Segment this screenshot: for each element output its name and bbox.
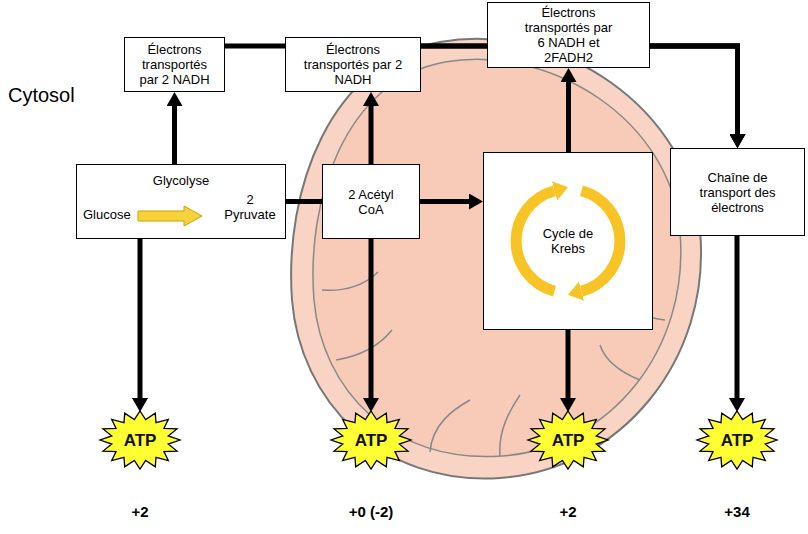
box-text: Chaîne de transport des électrons	[692, 170, 784, 215]
flow-arrow	[369, 106, 374, 164]
process-box: 2 Acétyl CoA	[322, 164, 420, 239]
atp-count: +2	[131, 503, 148, 520]
flow-arrow	[650, 46, 738, 134]
crista	[336, 330, 392, 360]
process-box: GlycolyseGlucose 2 Pyruvate	[76, 164, 286, 239]
box-text: 2 Acétyl CoA	[348, 187, 394, 217]
electron-box: Électrons transportés par 6 NADH et 2FAD…	[487, 2, 650, 68]
atp-burst: ATP	[100, 411, 180, 469]
box-text: Électrons transportés par 2 NADH	[298, 42, 408, 87]
electron-box: Électrons transportés par 2 NADH	[285, 37, 421, 92]
box-text: Électrons transportés par 2 NADH	[135, 42, 215, 87]
electron-box: Électrons transportés par 2 NADH	[124, 37, 225, 92]
flow-arrow	[566, 330, 571, 398]
flow-arrow	[286, 199, 322, 204]
crista	[600, 345, 640, 380]
atp-text: ATP	[552, 431, 585, 450]
cycle-arrow	[582, 191, 620, 291]
process-box: Chaîne de transport des électrons	[670, 148, 805, 236]
cycle-arrow	[516, 191, 554, 291]
box-text: Cycle de Krebs	[532, 226, 604, 256]
atp-text: ATP	[355, 431, 388, 450]
atp-count: +2	[559, 503, 576, 520]
crista	[430, 400, 470, 452]
atp-count: +34	[724, 503, 749, 520]
box-text: Électrons transportés par 6 NADH et 2FAD…	[521, 5, 617, 65]
flow-arrow	[735, 236, 740, 398]
atp-text: ATP	[124, 431, 157, 450]
flow-arrow	[369, 239, 374, 398]
starburst-outline	[331, 411, 411, 469]
atp-text: ATP	[721, 431, 754, 450]
inner-membrane	[313, 59, 681, 456]
krebs-cycle-arrows	[516, 191, 620, 291]
box-text: 2 Pyruvate	[221, 192, 279, 222]
crista	[500, 395, 520, 456]
glycolysis-arrow	[138, 206, 202, 226]
region-label: Cytosol	[8, 84, 75, 107]
flow-arrow	[420, 199, 469, 204]
atp-burst: ATP	[528, 411, 608, 469]
atp-burst: ATP	[697, 411, 777, 469]
outer-membrane	[291, 39, 701, 479]
starburst-outline	[697, 411, 777, 469]
box-text: Glycolyse	[153, 173, 209, 188]
cycle-box: Cycle de Krebs	[483, 152, 653, 330]
atp-count: +0 (-2)	[349, 503, 394, 520]
starburst-outline	[100, 411, 180, 469]
starburst-outline	[528, 411, 608, 469]
box-text: Glucose	[83, 207, 131, 222]
mitochondrion	[291, 39, 701, 479]
flow-arrow	[172, 106, 177, 164]
atp-burst: ATP	[331, 411, 411, 469]
flow-arrow	[566, 82, 571, 152]
flow-arrow	[138, 239, 143, 398]
